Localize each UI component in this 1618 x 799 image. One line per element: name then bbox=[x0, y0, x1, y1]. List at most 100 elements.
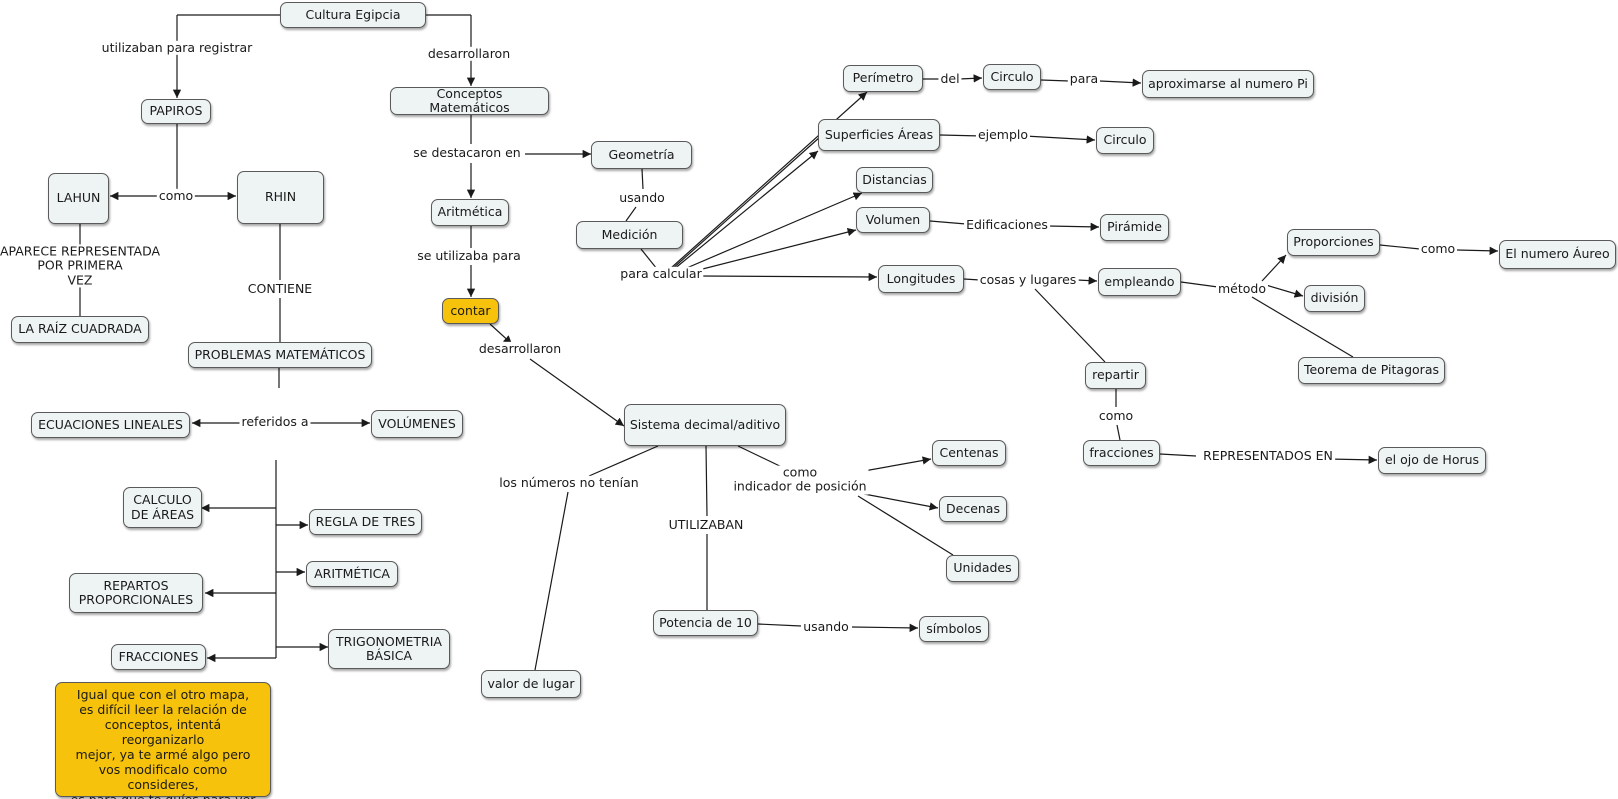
link-desarrollaron-conceptos: desarrollaron bbox=[425, 45, 513, 62]
link-edificaciones: Edificaciones bbox=[964, 216, 1050, 233]
link-referidos-a: referidos a bbox=[239, 413, 311, 430]
connector-56 bbox=[1159, 453, 1197, 457]
link-aparece-representada: APARECE REPRESENTADA POR PRIMERA VEZ bbox=[0, 244, 163, 288]
connector-47 bbox=[1034, 288, 1106, 363]
connector-46 bbox=[1076, 276, 1098, 285]
connector-49 bbox=[1265, 284, 1304, 298]
connector-58 bbox=[588, 445, 659, 477]
node-unidades[interactable]: Unidades bbox=[946, 555, 1019, 582]
link-del: del bbox=[938, 70, 962, 87]
link-cosas-y-lugares: cosas y lugares bbox=[977, 271, 1079, 288]
connector-41 bbox=[939, 134, 983, 137]
node-repartos-proporcionales[interactable]: REPARTOS PROPORCIONALES bbox=[69, 573, 203, 613]
node-papiros[interactable]: PAPIROS bbox=[141, 99, 211, 124]
connector-29 bbox=[529, 358, 625, 427]
node-teorema-pitagoras[interactable]: Teorema de Pitagoras bbox=[1298, 357, 1445, 384]
link-se-destacaron-en: se destacaron en bbox=[411, 144, 523, 161]
link-usando-medicion: usando bbox=[617, 189, 667, 206]
link-desarrollaron-sistema: desarrollaron bbox=[476, 340, 564, 357]
link-para-calcular: para calcular bbox=[618, 265, 704, 282]
connector-62 bbox=[737, 445, 787, 470]
node-numero-aureo[interactable]: El numero Áureo bbox=[1499, 240, 1616, 269]
connector-35 bbox=[678, 227, 857, 276]
node-problemas-matematicos[interactable]: PROBLEMAS MATEMÁTICOS bbox=[188, 342, 372, 368]
link-metodo: método bbox=[1216, 280, 1268, 297]
node-empleando[interactable]: empleando bbox=[1098, 268, 1181, 296]
link-como-indicador-posicion: como indicador de posición bbox=[731, 464, 869, 495]
node-rhin[interactable]: RHIN bbox=[237, 171, 324, 224]
node-superficies-areas[interactable]: Superficies Áreas bbox=[818, 119, 940, 151]
node-circulo-superficies[interactable]: Circulo bbox=[1096, 127, 1154, 154]
connector-34 bbox=[674, 192, 863, 274]
node-centenas[interactable]: Centenas bbox=[932, 440, 1006, 466]
node-perimetro[interactable]: Perímetro bbox=[843, 65, 923, 92]
node-simbolos[interactable]: símbolos bbox=[919, 616, 989, 642]
link-como-fracciones: como bbox=[1096, 407, 1136, 424]
connector-25 bbox=[625, 206, 637, 222]
node-repartir[interactable]: repartir bbox=[1085, 362, 1146, 389]
connector-43 bbox=[929, 220, 967, 225]
link-representados-en: REPRESENTADOS EN bbox=[1201, 447, 1335, 464]
node-valor-de-lugar[interactable]: valor de lugar bbox=[481, 670, 581, 698]
node-lahun[interactable]: LAHUN bbox=[48, 173, 109, 224]
connector-57 bbox=[1327, 455, 1378, 465]
node-feedback-note: Igual que con el otro mapa, es difícil l… bbox=[55, 682, 271, 799]
node-cultura-egipcia[interactable]: Cultura Egipcia bbox=[280, 2, 426, 28]
node-medicion[interactable]: Medición bbox=[576, 221, 683, 249]
link-como-aureo: como bbox=[1418, 240, 1458, 257]
node-potencia-de-10[interactable]: Potencia de 10 bbox=[653, 610, 758, 636]
node-ecuaciones-lineales[interactable]: ECUACIONES LINEALES bbox=[31, 412, 190, 438]
connector-30 bbox=[640, 248, 658, 270]
connector-33 bbox=[672, 150, 819, 271]
node-longitudes[interactable]: Longitudes bbox=[878, 265, 964, 293]
link-contiene: CONTIENE bbox=[245, 280, 315, 297]
node-circulo-perimetro[interactable]: Circulo bbox=[983, 64, 1041, 90]
node-trigonometria-basica[interactable]: TRIGONOMETRIA BÁSICA bbox=[328, 629, 450, 669]
link-como-papiros: como bbox=[156, 187, 196, 204]
connector-65 bbox=[857, 495, 954, 556]
link-utilizaban-potencia: UTILIZABAN bbox=[666, 516, 746, 533]
node-proporciones[interactable]: Proporciones bbox=[1287, 229, 1380, 256]
node-division[interactable]: división bbox=[1304, 285, 1365, 312]
node-ojo-de-horus[interactable]: el ojo de Horus bbox=[1378, 447, 1486, 474]
connector-53 bbox=[1251, 296, 1354, 358]
node-contar[interactable]: contar bbox=[442, 298, 499, 324]
node-sistema-decimal[interactable]: Sistema decimal/aditivo bbox=[624, 404, 786, 446]
connector-50 bbox=[1261, 254, 1287, 282]
connector-40 bbox=[1099, 78, 1142, 87]
node-volumen[interactable]: Volumen bbox=[856, 207, 930, 233]
connector-44 bbox=[1047, 222, 1100, 232]
node-volumenes[interactable]: VOLÚMENES bbox=[371, 410, 463, 438]
node-conceptos-matematicos[interactable]: Conceptos Matemáticos bbox=[390, 86, 549, 115]
connector-59 bbox=[534, 491, 569, 671]
link-utilizaban-para-registrar: utilizaban para registrar bbox=[99, 39, 255, 56]
node-fracciones-lower[interactable]: fracciones bbox=[1083, 440, 1160, 466]
node-aproximarse-pi[interactable]: aproximarse al numero Pi bbox=[1142, 70, 1314, 98]
node-decenas[interactable]: Decenas bbox=[939, 496, 1007, 522]
connector-42 bbox=[1024, 135, 1096, 144]
connector-28 bbox=[489, 323, 513, 345]
connector-38 bbox=[958, 74, 983, 83]
node-distancias[interactable]: Distancias bbox=[856, 167, 933, 193]
node-geometria[interactable]: Geometría bbox=[591, 141, 692, 169]
node-piramide[interactable]: Pirámide bbox=[1100, 214, 1169, 241]
node-raiz-cuadrada[interactable]: LA RAÍZ CUADRADA bbox=[11, 316, 149, 343]
connector-52 bbox=[1456, 246, 1499, 255]
node-regla-de-tres[interactable]: REGLA DE TRES bbox=[309, 509, 422, 535]
node-aritmetica[interactable]: Aritmética bbox=[431, 199, 509, 226]
node-fracciones-upper[interactable]: FRACCIONES bbox=[111, 644, 206, 670]
connector-51 bbox=[1379, 244, 1421, 250]
node-calculo-areas[interactable]: CALCULO DE ÁREAS bbox=[123, 487, 202, 528]
connector-63 bbox=[863, 456, 932, 472]
connector-67 bbox=[851, 623, 919, 633]
connector-60 bbox=[705, 445, 708, 517]
node-aritmetica-upper[interactable]: ARITMÉTICA bbox=[306, 561, 398, 587]
link-usando-simbolos: usando bbox=[801, 618, 851, 635]
connector-36 bbox=[699, 272, 878, 282]
link-para: para bbox=[1067, 70, 1101, 87]
connector-24 bbox=[641, 168, 644, 190]
connector-64 bbox=[863, 493, 939, 511]
connector-48 bbox=[1180, 281, 1219, 288]
